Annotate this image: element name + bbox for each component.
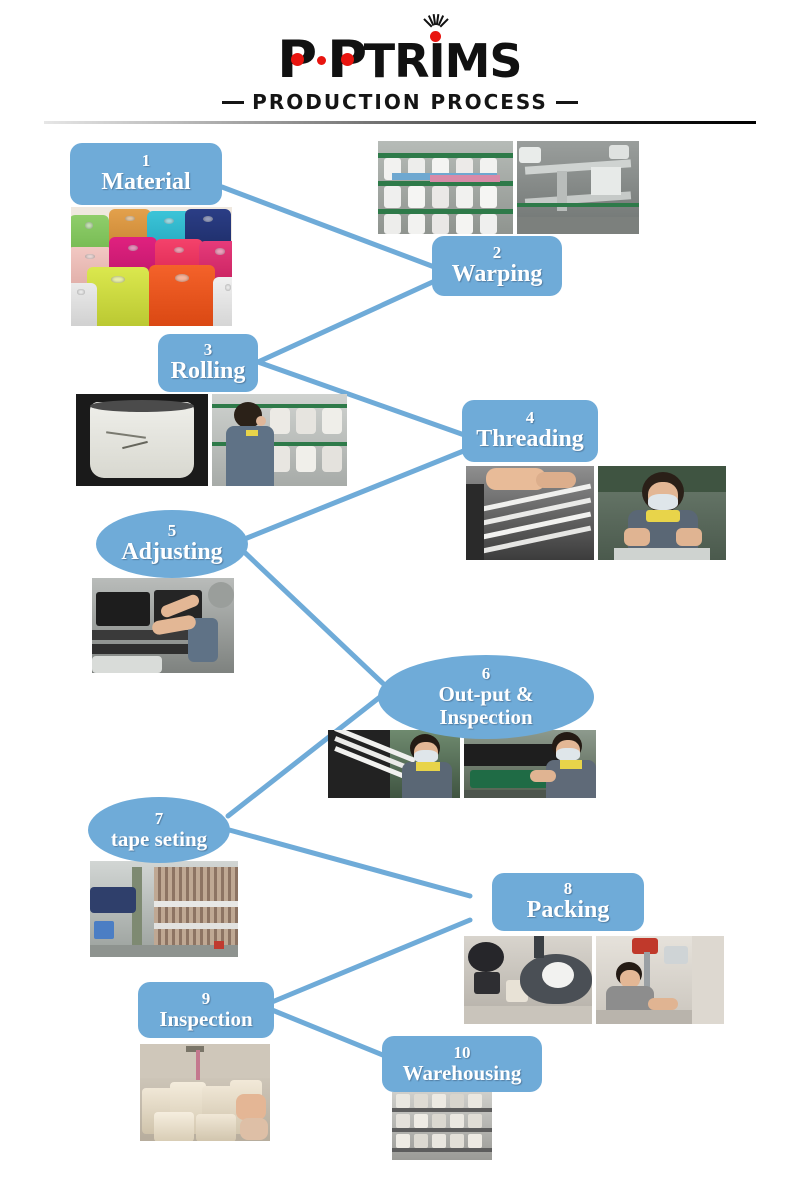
step-number: 9 [201, 988, 211, 1008]
sparkle-icon [416, 14, 456, 44]
step-number: 7 [154, 808, 164, 828]
step-node-6-output-inspection[interactable]: 6 Out-put & Inspection [378, 655, 594, 739]
step-label: Warehousing [402, 1060, 522, 1085]
connector-9-to-10 [269, 1007, 403, 1065]
step-number: 4 [525, 408, 535, 428]
step-node-1-material[interactable]: 1 Material [70, 143, 222, 205]
step-label: Inspection [159, 1006, 253, 1031]
logo-pp-mark: P [278, 34, 318, 86]
brand-logo: P P TRIMS [0, 14, 800, 86]
step-number: 6 [481, 663, 491, 683]
logo-wordmark: TRIMS [363, 34, 523, 88]
logo-dot-p2-icon [340, 53, 354, 66]
step-node-5-adjusting[interactable]: 5 Adjusting [96, 510, 248, 578]
step-label: Warping [451, 261, 543, 288]
step-4-photo-worker-masked [598, 466, 726, 560]
step-label: Material [101, 169, 191, 196]
step-2-photo-warping-machine [517, 141, 639, 234]
subtitle-text: PRODUCTION PROCESS [252, 90, 548, 114]
step-label: Threading [476, 426, 584, 453]
step-node-9-inspection[interactable]: 9 Inspection [138, 982, 274, 1038]
step-9-photo-tape-rolls [140, 1044, 270, 1141]
step-2-photo-warping-creel [378, 141, 513, 234]
step-number: 1 [141, 151, 151, 171]
step-number: 10 [453, 1042, 471, 1062]
connector-8-to-9 [269, 917, 473, 1005]
step-label: Adjusting [121, 539, 223, 566]
step-label-line2: Inspection [439, 704, 533, 729]
poster-header: P P TRIMS [0, 0, 800, 130]
step-node-7-tape-seting[interactable]: 7 tape seting [88, 797, 230, 863]
connector-5-to-6 [237, 545, 395, 695]
subtitle-dash-left-icon [222, 101, 245, 104]
connector-2-to-3 [255, 277, 440, 365]
step-3-photo-operator [212, 394, 347, 486]
connector-7-to-8 [219, 825, 473, 899]
step-label: Packing [526, 897, 610, 924]
step-number: 2 [492, 243, 502, 263]
step-10-photo-warehouse-shelves [392, 1092, 492, 1160]
step-number: 8 [563, 879, 573, 899]
step-node-4-threading[interactable]: 4 Threading [462, 400, 598, 462]
subtitle-dash-right-icon [555, 101, 578, 104]
step-node-8-packing[interactable]: 8 Packing [492, 873, 644, 931]
step-8-photo-packing-operator [596, 936, 724, 1024]
step-label: Rolling [170, 358, 246, 385]
poster-subtitle-wrap: PRODUCTION PROCESS [0, 90, 800, 114]
step-4-photo-threading-hands [466, 466, 594, 560]
logo-wordmark-wrap: TRIMS [364, 14, 523, 84]
step-6-photo-output-worker-1 [328, 730, 460, 798]
header-divider [44, 121, 756, 124]
step-3-photo-yarn-roll [76, 394, 208, 486]
logo-separator-dot-icon [316, 56, 326, 65]
step-6-photo-output-worker-2 [464, 730, 596, 798]
step-node-3-rolling[interactable]: 3 Rolling [158, 334, 258, 392]
step-number: 3 [203, 340, 213, 360]
logo-dot-p1-icon [291, 53, 305, 66]
step-label: tape seting [110, 826, 208, 851]
step-node-2-warping[interactable]: 2 Warping [432, 236, 562, 296]
step-node-10-warehousing[interactable]: 10 Warehousing [382, 1036, 542, 1092]
logo-pp-mark-2: P [327, 34, 367, 86]
step-label: Out-put & [438, 681, 534, 706]
poster-subtitle: PRODUCTION PROCESS [222, 90, 578, 114]
step-number: 5 [167, 521, 177, 541]
step-5-photo-adjusting-machine [92, 578, 234, 673]
step-1-photo-yarn-cones [71, 207, 232, 326]
step-8-photo-packing-machine [464, 936, 592, 1024]
step-7-photo-tape-setting-machine [90, 861, 238, 957]
